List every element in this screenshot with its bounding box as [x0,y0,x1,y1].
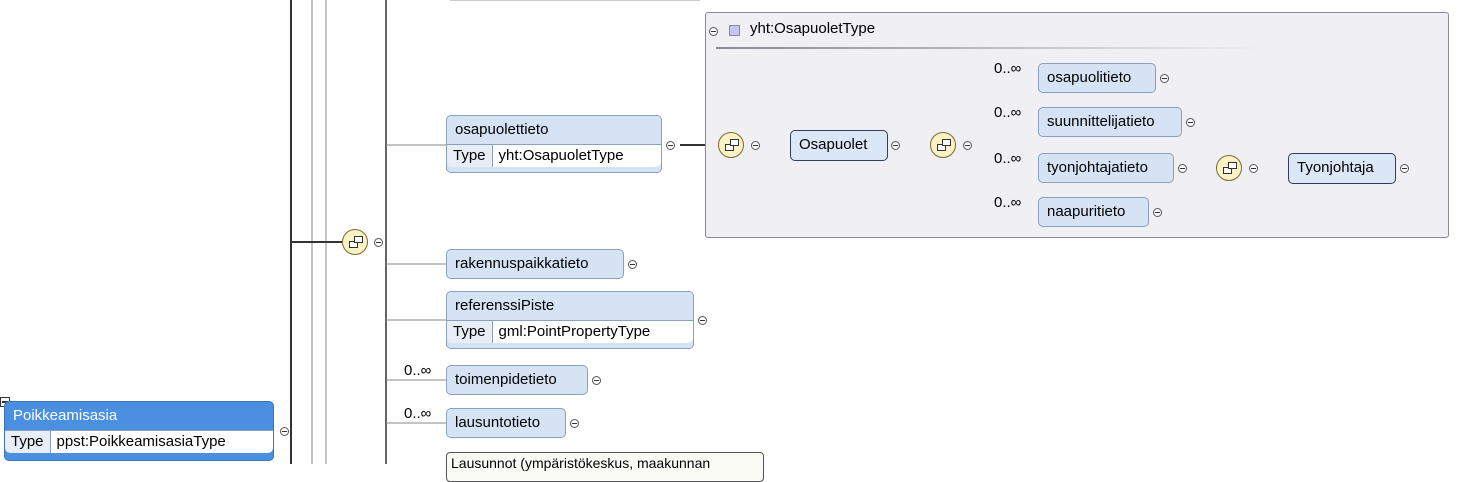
node-tyonjohtajatieto[interactable]: tyonjohtajatieto [1038,153,1174,183]
group-title-divider [716,47,1266,49]
node-osapuolitieto[interactable]: osapuolitieto [1038,63,1156,93]
node-name: rakennuspaikkatieto [455,255,589,272]
group-title: yht:OsapuoletType [750,20,876,37]
collapse-sequence-icon[interactable] [751,141,760,150]
cardinality-label: 0..∞ [404,362,432,379]
collapse-osapuolet-icon[interactable] [891,141,900,150]
node-osapuolet[interactable]: Osapuolet [790,130,888,161]
node-name: Osapuolet [799,136,868,153]
type-value: yht:OsapuoletType [492,145,661,167]
node-name: osapuolitieto [1047,69,1132,86]
collapse-sequence-icon[interactable] [963,141,972,150]
node-name: lausuntotieto [455,414,541,431]
collapse-sequence-icon[interactable] [1249,164,1258,173]
collapse-poikkeamisasia-icon[interactable] [280,427,289,436]
type-value: ppst:PoikkeamisasiaType [50,431,273,453]
expand-referenssipiste-icon[interactable] [698,316,707,325]
sequence-compositor-icon [718,132,744,158]
collapse-sequence-icon[interactable] [374,238,383,247]
expand-tyonjohtaja-icon[interactable] [1400,164,1409,173]
sequence-compositor-icon [1216,155,1242,181]
expand-lausuntotieto-icon[interactable] [570,419,579,428]
type-key: Type [5,431,51,453]
node-lausuntotieto[interactable]: lausuntotieto [446,408,566,438]
type-value: gml:PointPropertyType [492,321,693,343]
node-name: Tyonjohtaja [1297,159,1374,176]
cardinality-label: 0..∞ [404,405,432,422]
node-suunnittelijatieto[interactable]: suunnittelijatieto [1038,107,1182,137]
expand-osapuolitieto-icon[interactable] [1160,74,1169,83]
expand-rakennuspaikkatieto-icon[interactable] [628,260,637,269]
node-tyonjohtaja[interactable]: Tyonjohtaja [1288,153,1396,184]
cardinality-label: 0..∞ [994,194,1022,211]
expand-osapuolettieto-icon[interactable] [666,141,675,150]
expand-naapuritieto-icon[interactable] [1153,208,1162,217]
node-rakennuspaikkatieto[interactable]: rakennuspaikkatieto [446,249,624,279]
group-collapse-icon[interactable] [709,27,718,36]
node-name: Poikkeamisasia [5,402,273,431]
cardinality-label: 0..∞ [994,150,1022,167]
sequence-compositor-icon [930,132,956,158]
node-name: naapuritieto [1047,203,1126,220]
type-key: Type [447,145,493,167]
complex-type-icon [729,25,740,36]
expand-toimenpidetieto-icon[interactable] [592,376,601,385]
node-name: suunnittelijatieto [1047,113,1155,130]
type-key: Type [447,321,493,343]
node-toimenpidetieto[interactable]: toimenpidetieto [446,365,588,395]
cardinality-label: 0..∞ [994,104,1022,121]
collapse-tyonjohtajatieto-icon[interactable] [1178,164,1187,173]
node-name: tyonjohtajatieto [1047,159,1148,176]
node-naapuritieto[interactable]: naapuritieto [1038,197,1149,227]
sequence-compositor-icon [342,229,368,255]
tooltip-text: Lausunnot (ympäristökeskus, maakunnan [451,455,711,471]
cardinality-label: 0..∞ [994,60,1022,77]
node-name: osapuolettieto [447,116,661,145]
node-name: referenssiPiste [447,292,693,321]
expand-suunnittelijatieto-icon[interactable] [1186,118,1195,127]
documentation-tooltip: Lausunnot (ympäristökeskus, maakunnan [446,452,764,482]
node-name: toimenpidetieto [455,371,557,388]
